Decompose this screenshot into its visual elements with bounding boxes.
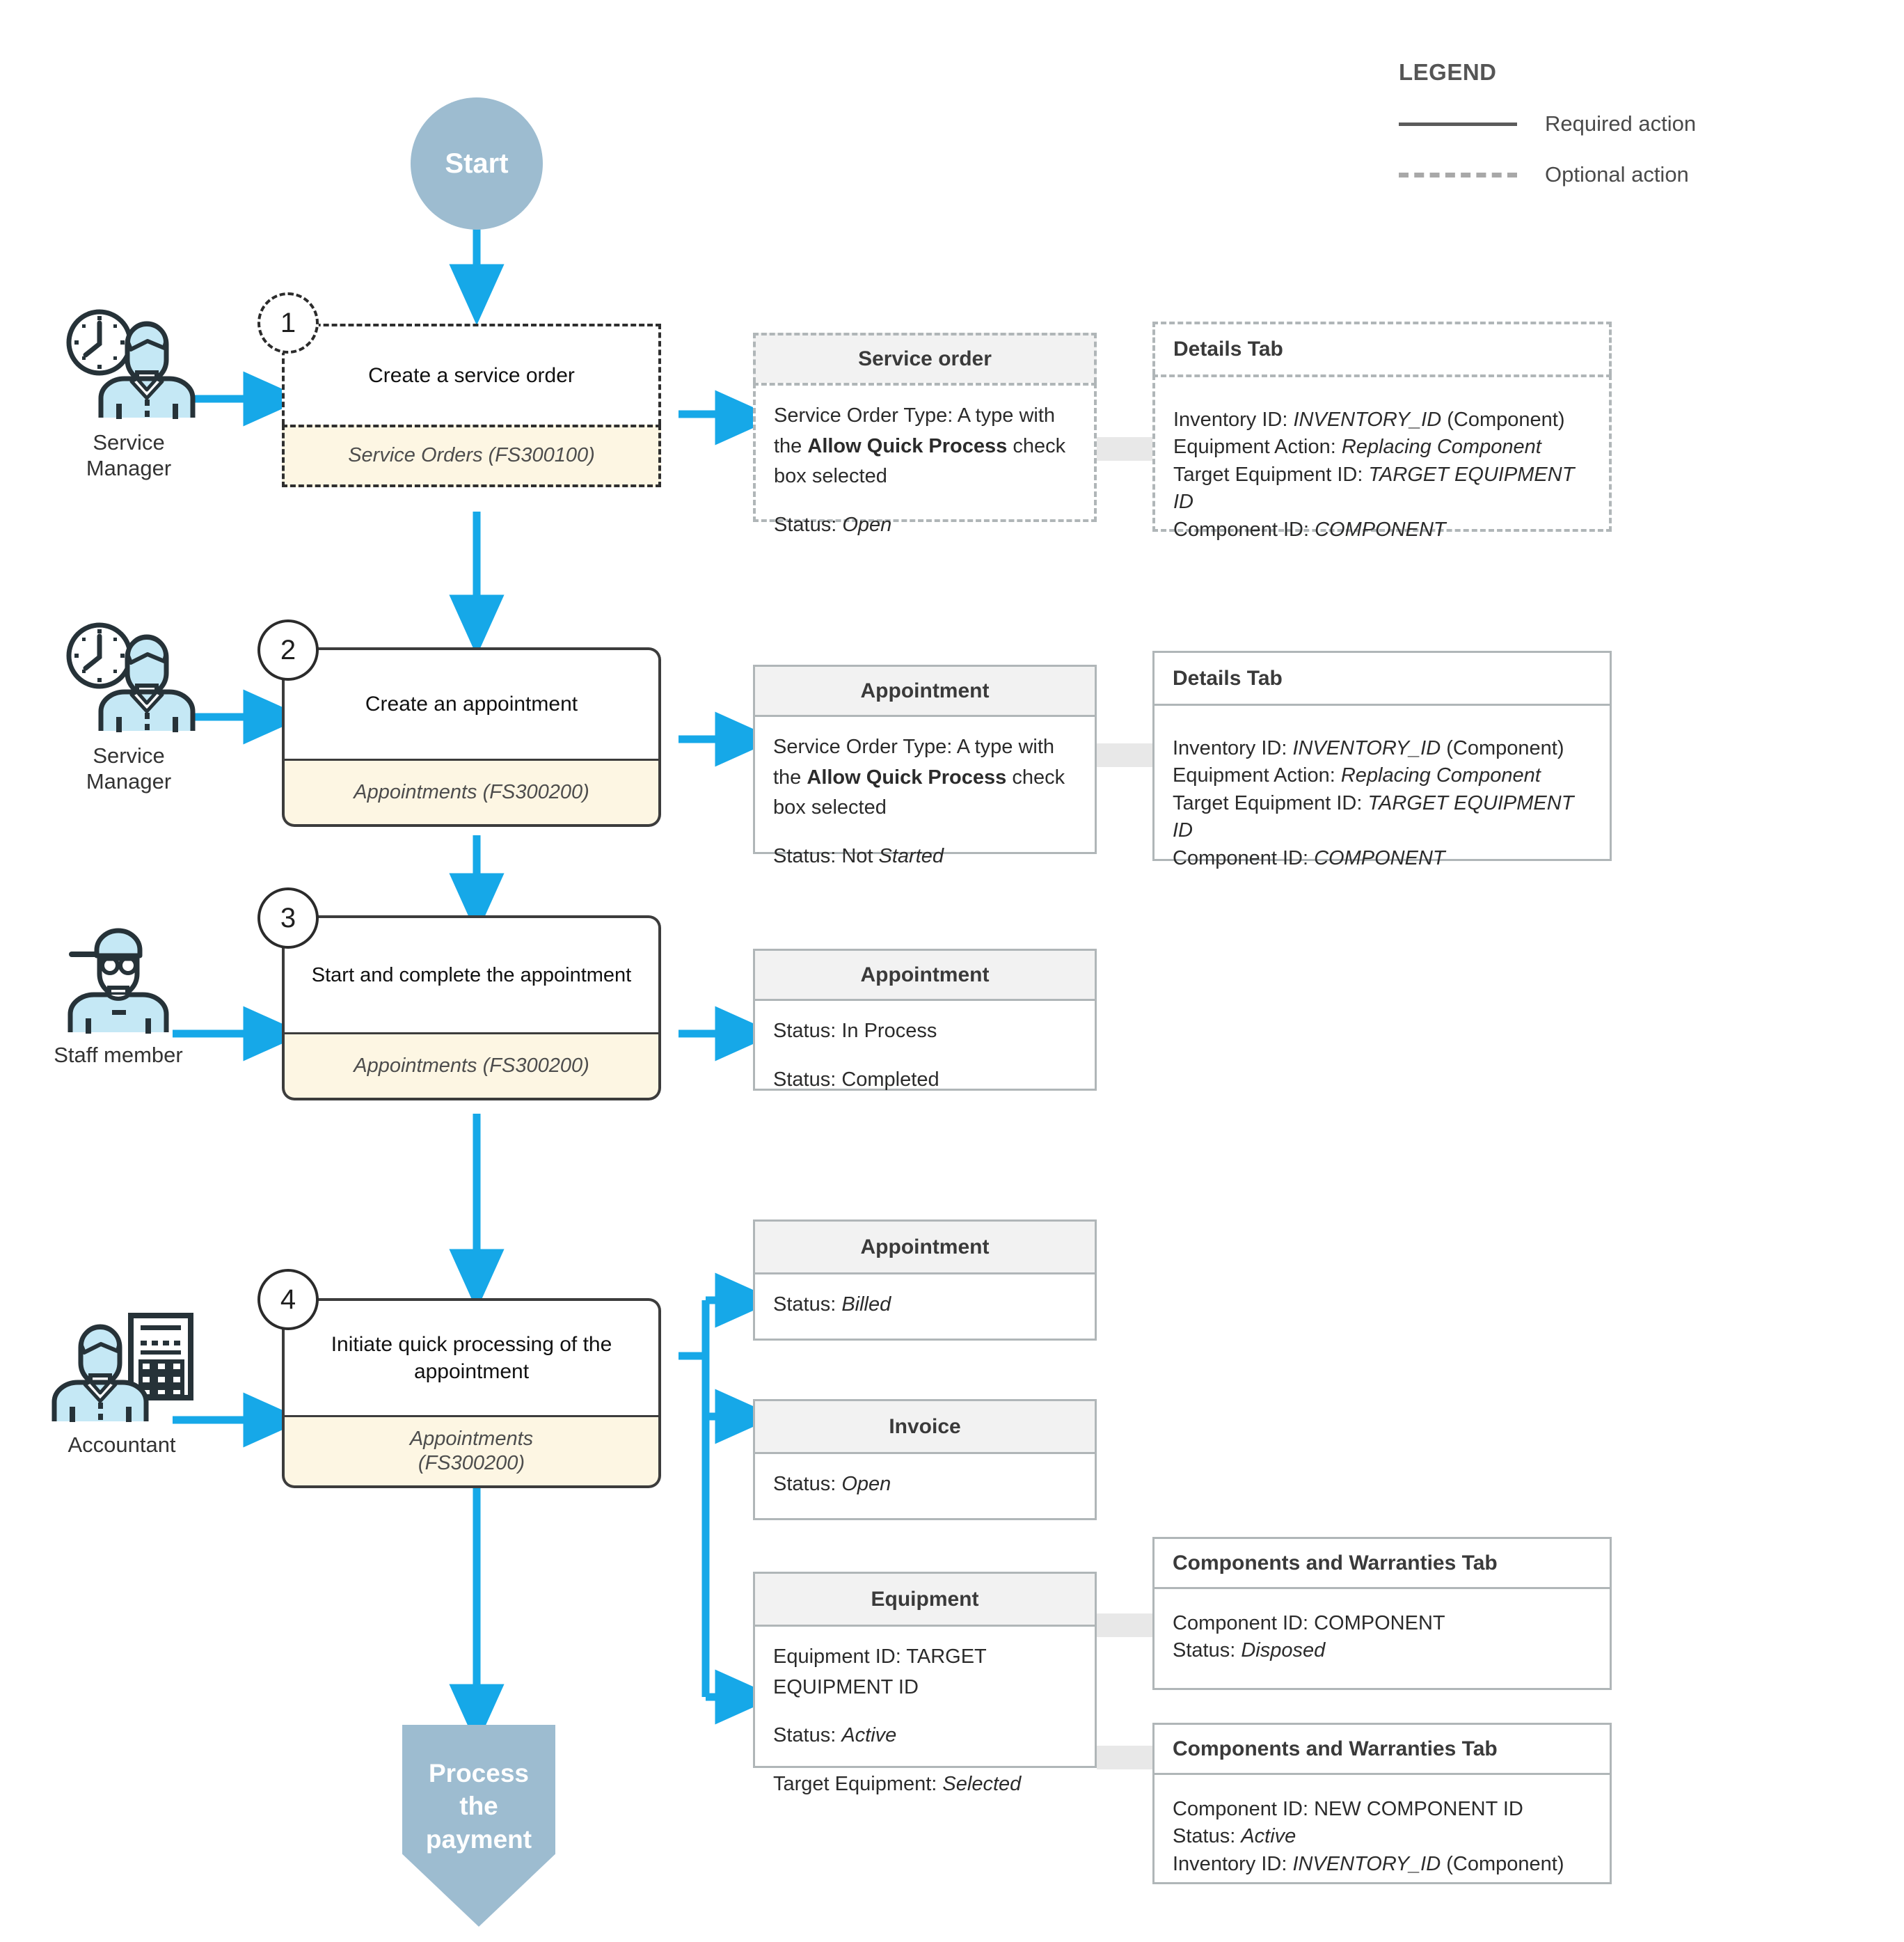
card-invoice-4: Invoice Status: Open (753, 1399, 1097, 1520)
legend-row-optional: Optional action (1399, 162, 1761, 187)
service-order-type-line: Service Order Type: A type with the Allo… (774, 404, 1066, 487)
detail-row: Inventory ID: INVENTORY_ID (Component) (1173, 409, 1565, 431)
invoice-status-line: Status: Open (773, 1473, 891, 1495)
card-details-tab-2-header: Details Tab (1152, 651, 1612, 704)
card-service-order-body: Service Order Type: A type with the Allo… (753, 383, 1097, 536)
component-id-line: Component ID: COMPONENT (1173, 1612, 1445, 1634)
step-3-title: Start and complete the appointment (282, 915, 661, 1032)
legend-label-optional: Optional action (1545, 162, 1689, 187)
card-appointment-3-header: Appointment (753, 949, 1097, 999)
legend-row-required: Required action (1399, 111, 1761, 136)
legend: LEGEND Required action Optional action (1399, 59, 1761, 187)
component-inventory-line: Inventory ID: INVENTORY_ID (Component) (1173, 1852, 1564, 1875)
detail-row: Equipment Action: Replacing Component (1173, 436, 1541, 459)
card-equipment-4-body: Equipment ID: TARGET EQUIPMENT ID Status… (753, 1625, 1097, 1795)
legend-dashed-line-icon (1399, 172, 1517, 177)
actor-staff-member: Staff member (28, 922, 209, 1068)
end-terminator-process-payment: Process the payment (402, 1725, 555, 1927)
detail-row: Component ID: COMPONENT (1173, 846, 1445, 869)
legend-title: LEGEND (1399, 59, 1497, 85)
card-details-tab-2-body: Inventory ID: INVENTORY_ID (Component) E… (1152, 704, 1612, 869)
appointment-status-line: Status: Not Started (773, 844, 944, 867)
card-components-warranties-b-header: Components and Warranties Tab (1152, 1723, 1612, 1773)
step-1-number-badge: 1 (257, 292, 319, 354)
start-terminator: Start (411, 97, 543, 230)
step-4-title: Initiate quick processing of the appoint… (282, 1298, 661, 1415)
card-details-tab-1-body: Inventory ID: INVENTORY_ID (Component) E… (1152, 374, 1612, 541)
card-invoice-4-header: Invoice (753, 1399, 1097, 1452)
equipment-status-line: Status: Active (773, 1724, 897, 1746)
card-equipment-4: Equipment Equipment ID: TARGET EQUIPMENT… (753, 1572, 1097, 1795)
card-appointment-4-header: Appointment (753, 1219, 1097, 1272)
step-4-number-badge: 4 (257, 1269, 319, 1330)
step-3[interactable]: Start and complete the appointment Appoi… (282, 915, 661, 1100)
actor-label: Staff member (54, 1043, 183, 1067)
step-3-number-badge: 3 (257, 887, 319, 949)
card-components-warranties-a-body: Component ID: COMPONENT Status: Disposed (1152, 1587, 1612, 1690)
step-1-screen: Service Orders (FS300100) (282, 425, 661, 487)
component-status-line: Status: Disposed (1173, 1639, 1326, 1662)
card-service-order-header: Service order (753, 333, 1097, 383)
card-components-warranties-b: Components and Warranties Tab Component … (1152, 1723, 1612, 1884)
card-appointment-2-body: Service Order Type: A type with the Allo… (753, 715, 1097, 867)
person-with-clock-icon (66, 309, 196, 419)
card-equipment-4-header: Equipment (753, 1572, 1097, 1625)
step-4[interactable]: Initiate quick processing of the appoint… (282, 1298, 661, 1488)
detail-row: Inventory ID: INVENTORY_ID (Component) (1173, 737, 1564, 759)
person-with-calculator-icon (51, 1313, 193, 1422)
detail-row: Component ID: COMPONENT (1173, 518, 1446, 541)
step-2-number-badge: 2 (257, 619, 319, 681)
appointment-4-status-line: Status: Billed (773, 1293, 891, 1316)
step-2[interactable]: Create an appointment Appointments (FS30… (282, 647, 661, 827)
step-1[interactable]: Create a service order Service Orders (F… (282, 324, 661, 487)
appointment-type-line: Service Order Type: A type with the Allo… (773, 736, 1065, 819)
component-id-line: Component ID: NEW COMPONENT ID (1173, 1798, 1523, 1820)
service-order-status-line: Status: Open (774, 513, 892, 536)
step-2-screen: Appointments (FS300200) (282, 759, 661, 827)
person-with-clock-icon (66, 622, 196, 732)
card-appointment-4: Appointment Status: Billed (753, 1219, 1097, 1341)
step-3-screen: Appointments (FS300200) (282, 1032, 661, 1100)
card-components-warranties-a-header: Components and Warranties Tab (1152, 1537, 1612, 1587)
card-invoice-4-body: Status: Open (753, 1452, 1097, 1520)
legend-solid-line-icon (1399, 122, 1517, 126)
detail-row: Target Equipment ID: TARGET EQUIPMENT ID (1173, 791, 1574, 842)
appointment-status-in-process: Status: In Process (773, 1020, 937, 1042)
actor-label: Accountant (68, 1432, 176, 1457)
card-components-warranties-a: Components and Warranties Tab Component … (1152, 1537, 1612, 1690)
card-service-order: Service order Service Order Type: A type… (753, 333, 1097, 536)
card-components-warranties-b-body: Component ID: NEW COMPONENT ID Status: A… (1152, 1773, 1612, 1884)
step-4-screen: Appointments (FS300200) (282, 1415, 661, 1488)
step-2-title: Create an appointment (282, 647, 661, 759)
step-1-title: Create a service order (282, 324, 661, 425)
person-with-cap-icon (68, 928, 169, 1034)
equipment-id-line: Equipment ID: TARGET EQUIPMENT ID (773, 1645, 987, 1698)
appointment-status-completed: Status: Completed (773, 1068, 939, 1091)
card-appointment-4-body: Status: Billed (753, 1272, 1097, 1341)
end-terminator-label: Process the payment (425, 1758, 532, 1854)
card-appointment-2-header: Appointment (753, 665, 1097, 715)
legend-label-required: Required action (1545, 111, 1697, 136)
card-appointment-3-body: Status: In Process Status: Completed (753, 999, 1097, 1091)
equipment-target-line: Target Equipment: Selected (773, 1772, 1022, 1795)
card-appointment-2: Appointment Service Order Type: A type w… (753, 665, 1097, 867)
detail-row: Equipment Action: Replacing Component (1173, 764, 1541, 787)
actor-accountant: Accountant (31, 1309, 212, 1458)
detail-row: Target Equipment ID: TARGET EQUIPMENT ID (1173, 463, 1575, 514)
card-appointment-3: Appointment Status: In Process Status: C… (753, 949, 1097, 1091)
card-details-tab-1-header: Details Tab (1152, 322, 1612, 374)
card-details-tab-2: Details Tab Inventory ID: INVENTORY_ID (… (1152, 651, 1612, 869)
component-status-line: Status: Active (1173, 1825, 1296, 1848)
card-details-tab-1: Details Tab Inventory ID: INVENTORY_ID (… (1152, 322, 1612, 541)
